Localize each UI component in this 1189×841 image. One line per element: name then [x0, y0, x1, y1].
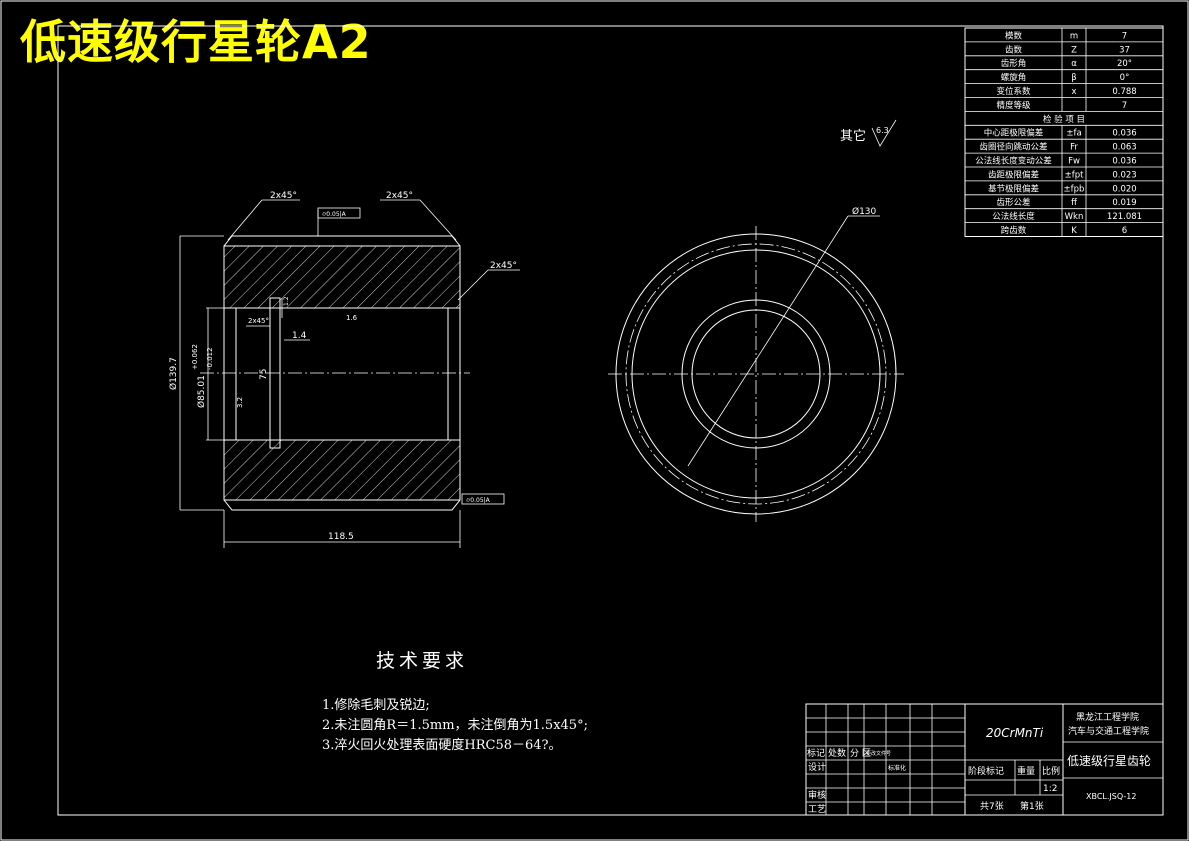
table-cell-value: 121.081	[1107, 212, 1142, 222]
dim-groove-width: 1.4	[292, 331, 307, 341]
table-cell-value: 0.036	[1112, 129, 1136, 139]
tb-scale: 1:2	[1043, 784, 1057, 794]
table-cell-symbol: m	[1070, 31, 1078, 41]
inspection-header: 检 验 项 目	[1043, 114, 1085, 125]
dim-chamfer-top-right: 2x45°	[386, 191, 413, 201]
table-cell-name: 齿距极限偏差	[988, 169, 1039, 180]
dim-bore-tol-upper: +0.062	[191, 344, 199, 370]
table-cell-symbol: Fr	[1070, 143, 1078, 153]
table-cell-name: 基节极限偏差	[988, 183, 1039, 194]
dim-bore-diameter: Ø85.01	[196, 375, 207, 408]
table-cell-value: 0.019	[1112, 198, 1136, 208]
section-view: 2x45° 2x45° 2x45° 2x45° 1.4 1.2 75 118.5…	[168, 191, 520, 548]
hatch-top-wall	[223, 245, 461, 309]
dim-left-diameter: Ø139.7	[168, 357, 179, 390]
dim-bore-length: 75	[259, 369, 269, 380]
table-cell-value: 0.023	[1112, 170, 1136, 180]
table-cell-name: 螺旋角	[1001, 72, 1027, 83]
table-cell-symbol: ff	[1071, 198, 1078, 208]
dim-total-length: 118.5	[328, 532, 354, 542]
dim-bore-tol-lower: -0.012	[206, 347, 214, 370]
tb-label-design: 设计	[808, 761, 826, 773]
table-cell-value: 6	[1122, 226, 1127, 236]
table-cell-value: 7	[1122, 101, 1127, 111]
table-cell-value: 7	[1122, 31, 1127, 41]
tb-school-line1: 黑龙江工程学院	[1076, 711, 1139, 723]
tech-requirement-item: 3.淬火回火处理表面硬度HRC58－64?。	[322, 738, 562, 753]
table-cell-symbol: ±fpt	[1065, 170, 1085, 180]
tb-label-count: 处数	[828, 747, 846, 759]
table-cell-value: 37	[1119, 45, 1130, 55]
table-cell-value: 0°	[1120, 73, 1130, 83]
tb-label-weight: 重量	[1017, 765, 1035, 777]
table-cell-value: 0.788	[1112, 87, 1136, 97]
dim-chamfer-groove: 2x45°	[248, 317, 269, 325]
table-cell-symbol: Z	[1071, 45, 1077, 55]
params-table: 模数 m 7 齿数 Z 37 齿形角 α 20° 螺旋角 β 0° 变位系数 x 0.788 精度等级 7 检 验…	[964, 27, 1164, 237]
tb-label-mark: 标记	[807, 747, 825, 759]
tb-school-line2: 汽车与交通工程学院	[1068, 725, 1149, 737]
tb-label-review: 审核	[808, 789, 826, 801]
table-cell-name: 公法线长度变动公差	[975, 156, 1052, 167]
tb-label-process: 工艺	[808, 804, 826, 815]
drawing-title-banner: 低速级行星轮A2	[20, 15, 372, 69]
tb-label-change-doc: 更改文件号	[866, 750, 891, 757]
table-cell-name: 变位系数	[996, 86, 1031, 97]
tech-requirements-title: 技术要求	[376, 650, 469, 672]
tb-label-zone: 分 区	[850, 748, 871, 759]
tb-label-scale: 比例	[1042, 765, 1060, 777]
tb-sheets: 共7张	[980, 801, 1004, 812]
tb-sheet-no: 第1张	[1020, 800, 1044, 812]
tol-frame-bottom: ⌭0.05|A	[466, 497, 491, 504]
dim-roughness-b: 1.6	[346, 314, 358, 322]
dim-groove-depth: 1.2	[283, 296, 290, 306]
dim-chamfer-right: 2x45°	[490, 261, 517, 271]
tol-frame-top: ⌭0.05|A	[322, 211, 347, 218]
inner-frame	[57, 25, 1164, 816]
hatch-bottom-wall	[223, 439, 461, 501]
table-cell-value: 0.036	[1112, 157, 1136, 167]
table-cell-symbol: β	[1071, 73, 1076, 83]
table-cell-symbol: Fw	[1068, 157, 1080, 167]
table-cell-symbol: K	[1071, 226, 1077, 236]
table-cell-name: 公法线长度	[992, 211, 1035, 222]
table-cell-name: 精度等级	[996, 100, 1031, 111]
table-cell-value: 0.063	[1112, 143, 1136, 153]
tech-requirements-list: 1.修除毛刺及锐边; 2.未注圆角R＝1.5mm，未注倒角为1.5x45°; 3…	[322, 696, 588, 756]
tb-label-standard: 标准化	[888, 764, 906, 772]
tb-drawing-number: XBCL.JSQ-12	[1086, 792, 1136, 801]
table-cell-symbol: α	[1071, 59, 1077, 69]
table-cell-symbol: ±fpb	[1064, 184, 1085, 194]
table-cell-name: 齿形角	[1001, 58, 1027, 69]
table-cell-symbol: x	[1071, 87, 1076, 97]
table-cell-value: 0.020	[1112, 184, 1136, 194]
tb-part-name: 低速级行星齿轮	[1067, 754, 1151, 768]
table-cell-name: 齿圈径向跳动公差	[979, 142, 1047, 153]
table-cell-name: 跨齿数	[1001, 225, 1027, 236]
tb-label-stage: 阶段标记	[968, 765, 1004, 777]
table-cell-name: 中心距极限偏差	[984, 128, 1044, 139]
table-cell-name: 齿形公差	[996, 197, 1030, 208]
roughness-note: 其它	[840, 129, 867, 144]
table-cell-value: 20°	[1117, 59, 1132, 69]
tech-requirement-item: 2.未注圆角R＝1.5mm，未注倒角为1.5x45°;	[322, 718, 588, 733]
tech-requirement-item: 1.修除毛刺及锐边;	[322, 698, 430, 713]
tb-material: 20CrMnTi	[986, 726, 1044, 740]
table-cell-symbol: ±fa	[1066, 129, 1081, 139]
dim-outer-diameter: Ø130	[852, 206, 877, 217]
table-cell-symbol: Wkn	[1065, 212, 1084, 222]
table-cell-name: 模数	[1005, 30, 1023, 41]
end-view: Ø130 6.3	[608, 119, 904, 522]
roughness-value: 6.3	[876, 126, 889, 135]
dim-roughness-a: 3.2	[236, 397, 244, 408]
body-outline	[223, 235, 461, 511]
table-cell-name: 齿数	[1005, 44, 1023, 55]
params-table-outline	[964, 27, 1164, 237]
dim-chamfer-top-left: 2x45°	[270, 191, 297, 201]
title-block: 标记 处数 分 区 更改文件号 设计 标准化 审核 工艺 20CrMnTi 阶段…	[805, 703, 1164, 816]
